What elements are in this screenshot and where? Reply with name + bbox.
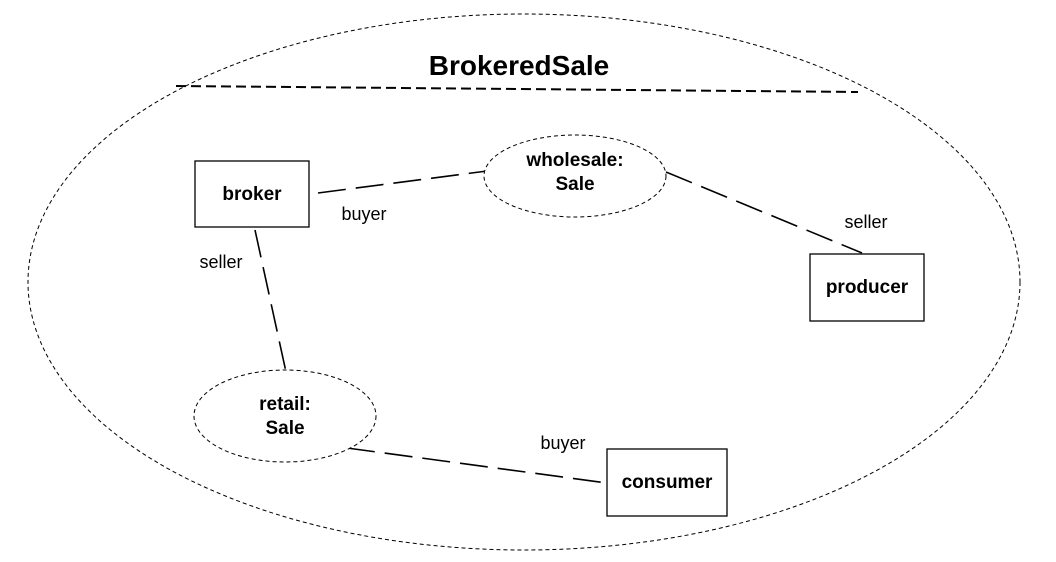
- retail-label-line2: Sale: [265, 418, 304, 439]
- collaboration-boundary: [27, 13, 1021, 551]
- retail-label-line1: retail:: [259, 394, 311, 415]
- consumer-box: [606, 448, 728, 517]
- retail-sale-ellipse: [193, 369, 377, 463]
- role-broker-buyer: buyer: [341, 204, 386, 224]
- wholesale-label-line2: Sale: [555, 174, 594, 195]
- producer-label: producer: [826, 277, 909, 298]
- producer-box: [809, 253, 925, 322]
- role-consumer-buyer: buyer: [540, 433, 585, 453]
- connector-broker-retail: [254, 229, 287, 373]
- connector-retail-consumer: [346, 447, 608, 484]
- consumer-label: consumer: [622, 472, 713, 493]
- broker-box: [194, 160, 310, 228]
- role-producer-seller: seller: [844, 212, 887, 232]
- connector-wholesale-producer: [665, 171, 863, 254]
- connector-broker-wholesale: [317, 170, 488, 194]
- title-separator: [175, 85, 859, 93]
- wholesale-label-line1: wholesale:: [525, 150, 623, 171]
- role-broker-seller: seller: [199, 252, 242, 272]
- wholesale-sale-ellipse: [483, 134, 667, 218]
- diagram-title: BrokeredSale: [429, 50, 610, 81]
- broker-label: broker: [222, 184, 282, 205]
